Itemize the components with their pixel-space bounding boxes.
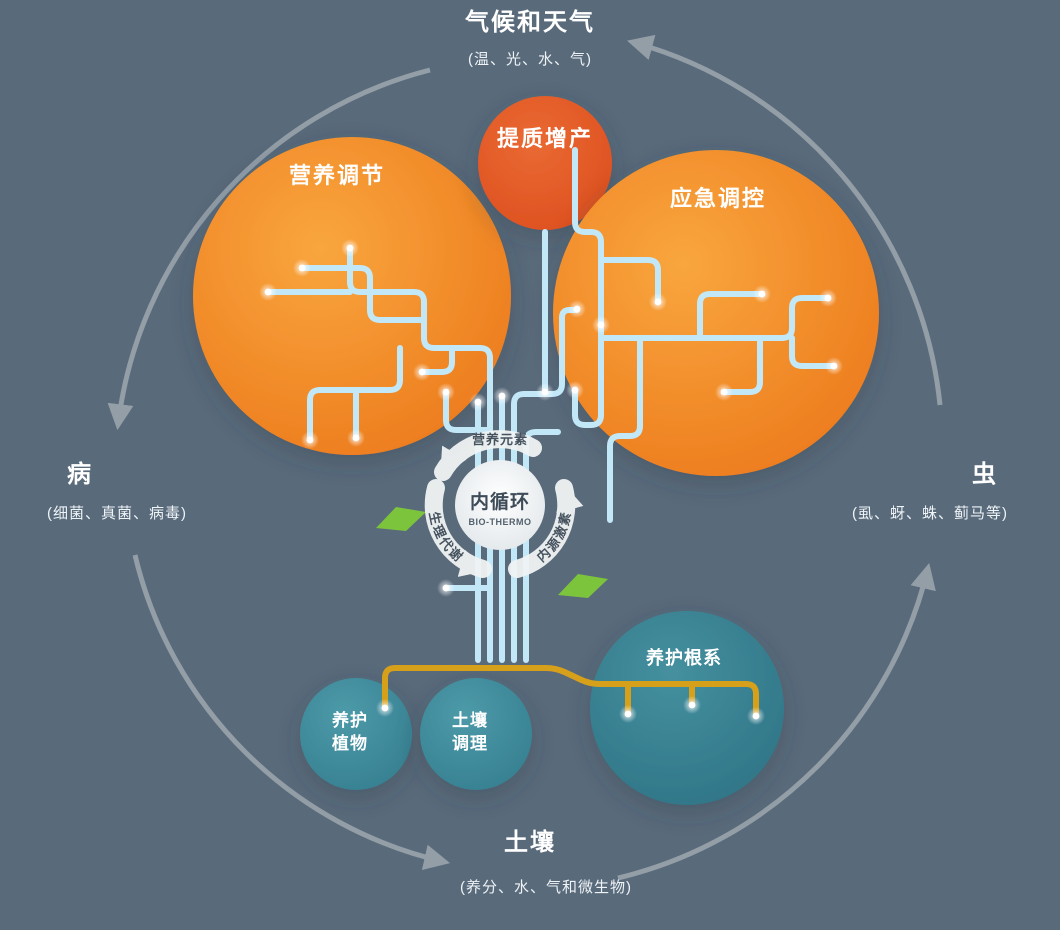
emergency-bubble [553,150,879,476]
emergency-bubble-label: 应急调控 [670,186,766,211]
branch-line [598,295,831,341]
glow-dot [573,305,581,313]
quality-bubble-label: 提质增产 [497,126,593,151]
glow-dot [541,388,549,396]
inner-cycle-arrow-top [434,430,542,481]
labels: 气候和天气 (温、光、水、气) 病 (细菌、真菌、病毒) 虫 (虱、蚜、蛛、蓟马… [47,8,1008,896]
root-care-label: 养护根系 [645,647,722,668]
cycle-arrow-bottom-to-right [617,562,936,881]
glow-dot [688,701,696,709]
soil-conditioning-label-line1: 土壤 [452,710,488,730]
quality-bubble [478,96,612,230]
inner-cycle-core [455,460,545,550]
branch-line [697,291,765,341]
glow-dot [298,264,306,272]
glow-dot [654,298,662,306]
inner-cycle: 内循环 BIO-THERMO 营养元素 生理代谢 内源激素 [424,430,584,578]
soil-subtitle: (养分、水、气和微生物) [460,879,632,896]
ring-label-nutrient-elements: 营养元素 [472,432,528,447]
glow-dot [418,368,426,376]
glow-dot [474,398,482,406]
glow-dot [752,712,760,720]
glow-dot [758,290,766,298]
branch-line [789,335,837,369]
climate-subtitle: (温、光、水、气) [468,51,592,68]
bubbles [193,96,879,805]
branch-line [511,307,580,663]
glow-dot [498,392,506,400]
inner-cycle-arrow-left [424,479,492,578]
glow-dot [442,584,450,592]
glow-dot [720,388,728,396]
disease-title: 病 [67,460,93,488]
climate-title: 气候和天气 [464,8,595,36]
leaves [376,507,608,598]
cycle-arrow-top-to-left [107,67,431,431]
glow-dot [824,294,832,302]
glow-dots [259,239,843,725]
nutrition-bubble [193,137,511,455]
branch-line [299,265,427,323]
glow-dot [352,434,360,442]
soil-conditioning-label-line2: 调理 [452,734,488,753]
inner-cycle-title: 内循环 [470,490,530,513]
glow-dot [571,386,579,394]
glow-dot [264,288,272,296]
leaf-icon [376,507,426,531]
inner-cycle-subtitle: BIO-THERMO [469,517,532,527]
branch-line [721,335,763,395]
branch-line [419,345,455,375]
plant-care-label-line1: 养护 [331,710,368,730]
root-line [382,665,759,719]
glow-dot [830,362,838,370]
leaf-icon [558,574,608,598]
branch-line [607,335,643,523]
inner-cycle-arrow-right [508,479,584,578]
nutrition-bubble-label: 营养调节 [289,163,385,188]
outer-cycle-arrows [107,34,943,881]
disease-subtitle: (细菌、真菌、病毒) [47,504,187,522]
cycle-arrow-left-to-bottom [132,554,451,871]
branch-line [443,389,493,433]
insect-title: 虫 [972,460,998,488]
glow-dot [306,436,314,444]
glow-dot [346,244,354,252]
soil-conditioning-bubble [420,678,532,790]
soil-title: 土壤 [504,828,556,856]
glow-dot [624,710,632,718]
glow-dot [381,704,389,712]
glow-dot [597,321,605,329]
glow-dot [442,388,450,396]
cycle-arrow-right-to-top [626,34,943,406]
insect-subtitle: (虱、蚜、蛛、蓟马等) [852,504,1008,522]
plant-care-label-line2: 植物 [332,733,368,753]
branch-line [598,257,661,305]
